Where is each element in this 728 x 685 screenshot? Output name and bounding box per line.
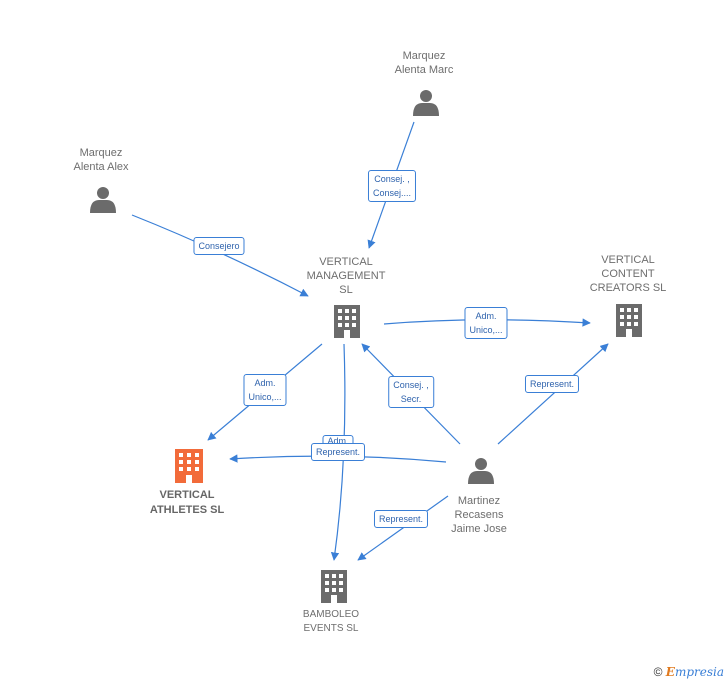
brand-logo-text: mpresia <box>674 665 724 679</box>
label-line: SL <box>339 284 353 296</box>
node-label-martinez[interactable]: Martinez Recasens Jaime Jose <box>451 494 507 536</box>
label-line: VERTICAL <box>601 254 655 266</box>
label-line: Martinez <box>457 495 501 507</box>
edge-label-line: Adm. <box>254 378 276 388</box>
edge-label-line: Consej.... <box>372 188 412 198</box>
brand-logo-initial: E <box>665 665 675 679</box>
edge-label-line: Represent. <box>378 514 424 524</box>
label-line: VERTICAL <box>319 256 373 268</box>
person-icon <box>413 90 439 116</box>
edge-label-line: Unico,... <box>469 325 503 335</box>
edge-label-line: Represent. <box>529 379 575 389</box>
edge-label-martinez-to-content[interactable]: Represent. <box>524 375 580 393</box>
edge-label-line: Adm. <box>475 311 497 321</box>
edge-martinez-to-bamboleo <box>357 495 449 561</box>
copyright-icon: © <box>653 665 663 679</box>
node-label-vertical-management[interactable]: VERTICAL MANAGEMENT SL <box>307 255 386 297</box>
node-label-bamboleo[interactable]: BAMBOLEO EVENTS SL <box>303 608 359 636</box>
label-line: Alenta Alex <box>73 161 129 173</box>
edge-label-alex-to-management[interactable]: Consejero <box>193 237 245 255</box>
person-icon <box>90 187 116 213</box>
label-line: VERTICAL <box>159 489 215 501</box>
label-line: Marquez <box>402 50 446 62</box>
node-label-marquez-marc[interactable]: Marquez Alenta Marc <box>395 49 454 77</box>
edge-label-line: Adm. <box>327 436 349 446</box>
node-label-vertical-content[interactable]: VERTICAL CONTENT CREATORS SL <box>590 253 667 295</box>
label-line: Jaime Jose <box>451 523 507 535</box>
edge-label-line: Unico,... <box>248 392 282 402</box>
label-line: Marquez <box>79 147 123 159</box>
label-line: EVENTS SL <box>303 623 359 634</box>
edge-label-martinez-to-athletes[interactable]: Represent. <box>310 443 366 461</box>
edge-label-martinez-to-bamboleo[interactable]: Represent. <box>373 510 429 528</box>
label-line: CREATORS SL <box>589 282 667 294</box>
node-label-vertical-athletes[interactable]: VERTICAL ATHLETES SL <box>150 488 224 518</box>
edge-label-line: Represent. <box>315 447 361 457</box>
edge-label-management-to-content[interactable]: Adm. Unico,... <box>464 307 508 339</box>
edge-label-martinez-to-management[interactable]: Consej. , Secr. <box>388 376 434 408</box>
edge-label-line: Secr. <box>400 394 422 404</box>
building-icon <box>334 305 360 338</box>
edge-label-line: Consej. , <box>393 380 429 390</box>
edge-alex-to-management <box>131 214 309 297</box>
edge-label-marc-to-management[interactable]: Consej. , Consej.... <box>367 170 417 202</box>
edge-label-management-to-athletes[interactable]: Adm. Unico,... <box>243 374 287 406</box>
building-icon <box>321 570 347 603</box>
label-line: Alenta Marc <box>394 64 454 76</box>
node-label-marquez-alex[interactable]: Marquez Alenta Alex <box>73 146 128 174</box>
copyright-footer: © Empresia <box>654 665 724 679</box>
building-icon-highlighted <box>175 449 203 483</box>
edge-martinez-to-content <box>497 343 609 445</box>
label-line: ATHLETES SL <box>149 504 225 516</box>
label-line: BAMBOLEO <box>302 609 360 620</box>
label-line: CONTENT <box>601 268 655 280</box>
label-line: Recasens <box>454 509 504 521</box>
edge-label-line: Consejero <box>198 241 240 251</box>
label-line: MANAGEMENT <box>306 270 386 282</box>
edge-label-line: Consej. , <box>374 174 410 184</box>
person-icon <box>468 458 494 484</box>
building-icon <box>616 304 642 337</box>
